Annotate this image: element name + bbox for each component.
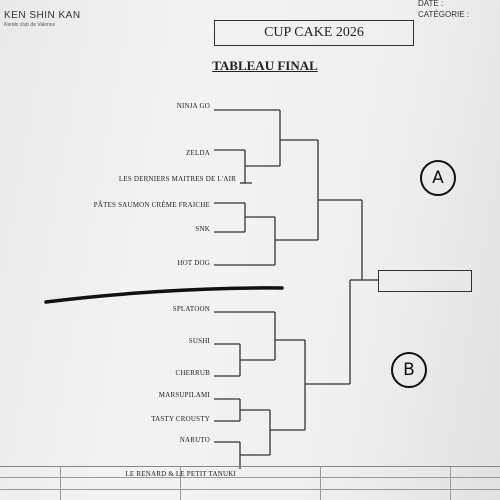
pool-b-mark: B bbox=[391, 352, 427, 388]
footer-row-line bbox=[0, 489, 500, 490]
category-label: CATÉGORIE : bbox=[418, 10, 469, 19]
entry-label: NARUTO bbox=[179, 436, 210, 444]
entry-label: PÂTES SAUMON CRÈME FRAICHE bbox=[93, 201, 210, 209]
club-name: KEN SHIN KAN bbox=[4, 10, 81, 21]
entry-label: TASTY CROUSTY bbox=[151, 415, 210, 423]
footer-col-line bbox=[60, 467, 61, 500]
marker-separator bbox=[44, 286, 284, 304]
entry-label: MARSUPILAMI bbox=[158, 391, 210, 399]
entry-label: HOT DOG bbox=[177, 259, 210, 267]
club-subtitle: Kendo club de Valence bbox=[4, 22, 56, 28]
pool-a-mark: A bbox=[420, 160, 456, 196]
entry-label: NINJA GO bbox=[176, 102, 210, 110]
tournament-title: CUP CAKE 2026 bbox=[214, 20, 414, 46]
entry-label: SNK bbox=[195, 225, 210, 233]
footer-col-line bbox=[320, 467, 321, 500]
entry-label: SPLATOON bbox=[172, 305, 210, 313]
match-connector bbox=[244, 150, 252, 184]
date-label: DATE : bbox=[418, 0, 444, 8]
bracket-heading: TABLEAU FINAL bbox=[212, 58, 318, 73]
footer-col-line bbox=[180, 467, 181, 500]
club-logo: KEN SHIN KAN Kendo club de Valence bbox=[4, 10, 84, 28]
footer-col-line bbox=[450, 467, 451, 500]
meta-fields: DATE : CATÉGORIE : bbox=[418, 0, 469, 20]
entry-label: ZELDA bbox=[186, 149, 210, 157]
footer-table bbox=[0, 466, 500, 500]
entry-label: LES DERNIERS MAITRES DE L'AIR bbox=[118, 175, 236, 183]
footer-row-line bbox=[0, 477, 500, 478]
entry-label: SUSHI bbox=[188, 337, 210, 345]
winner-box bbox=[378, 270, 472, 292]
entry-label: CHERRUB bbox=[175, 369, 210, 377]
